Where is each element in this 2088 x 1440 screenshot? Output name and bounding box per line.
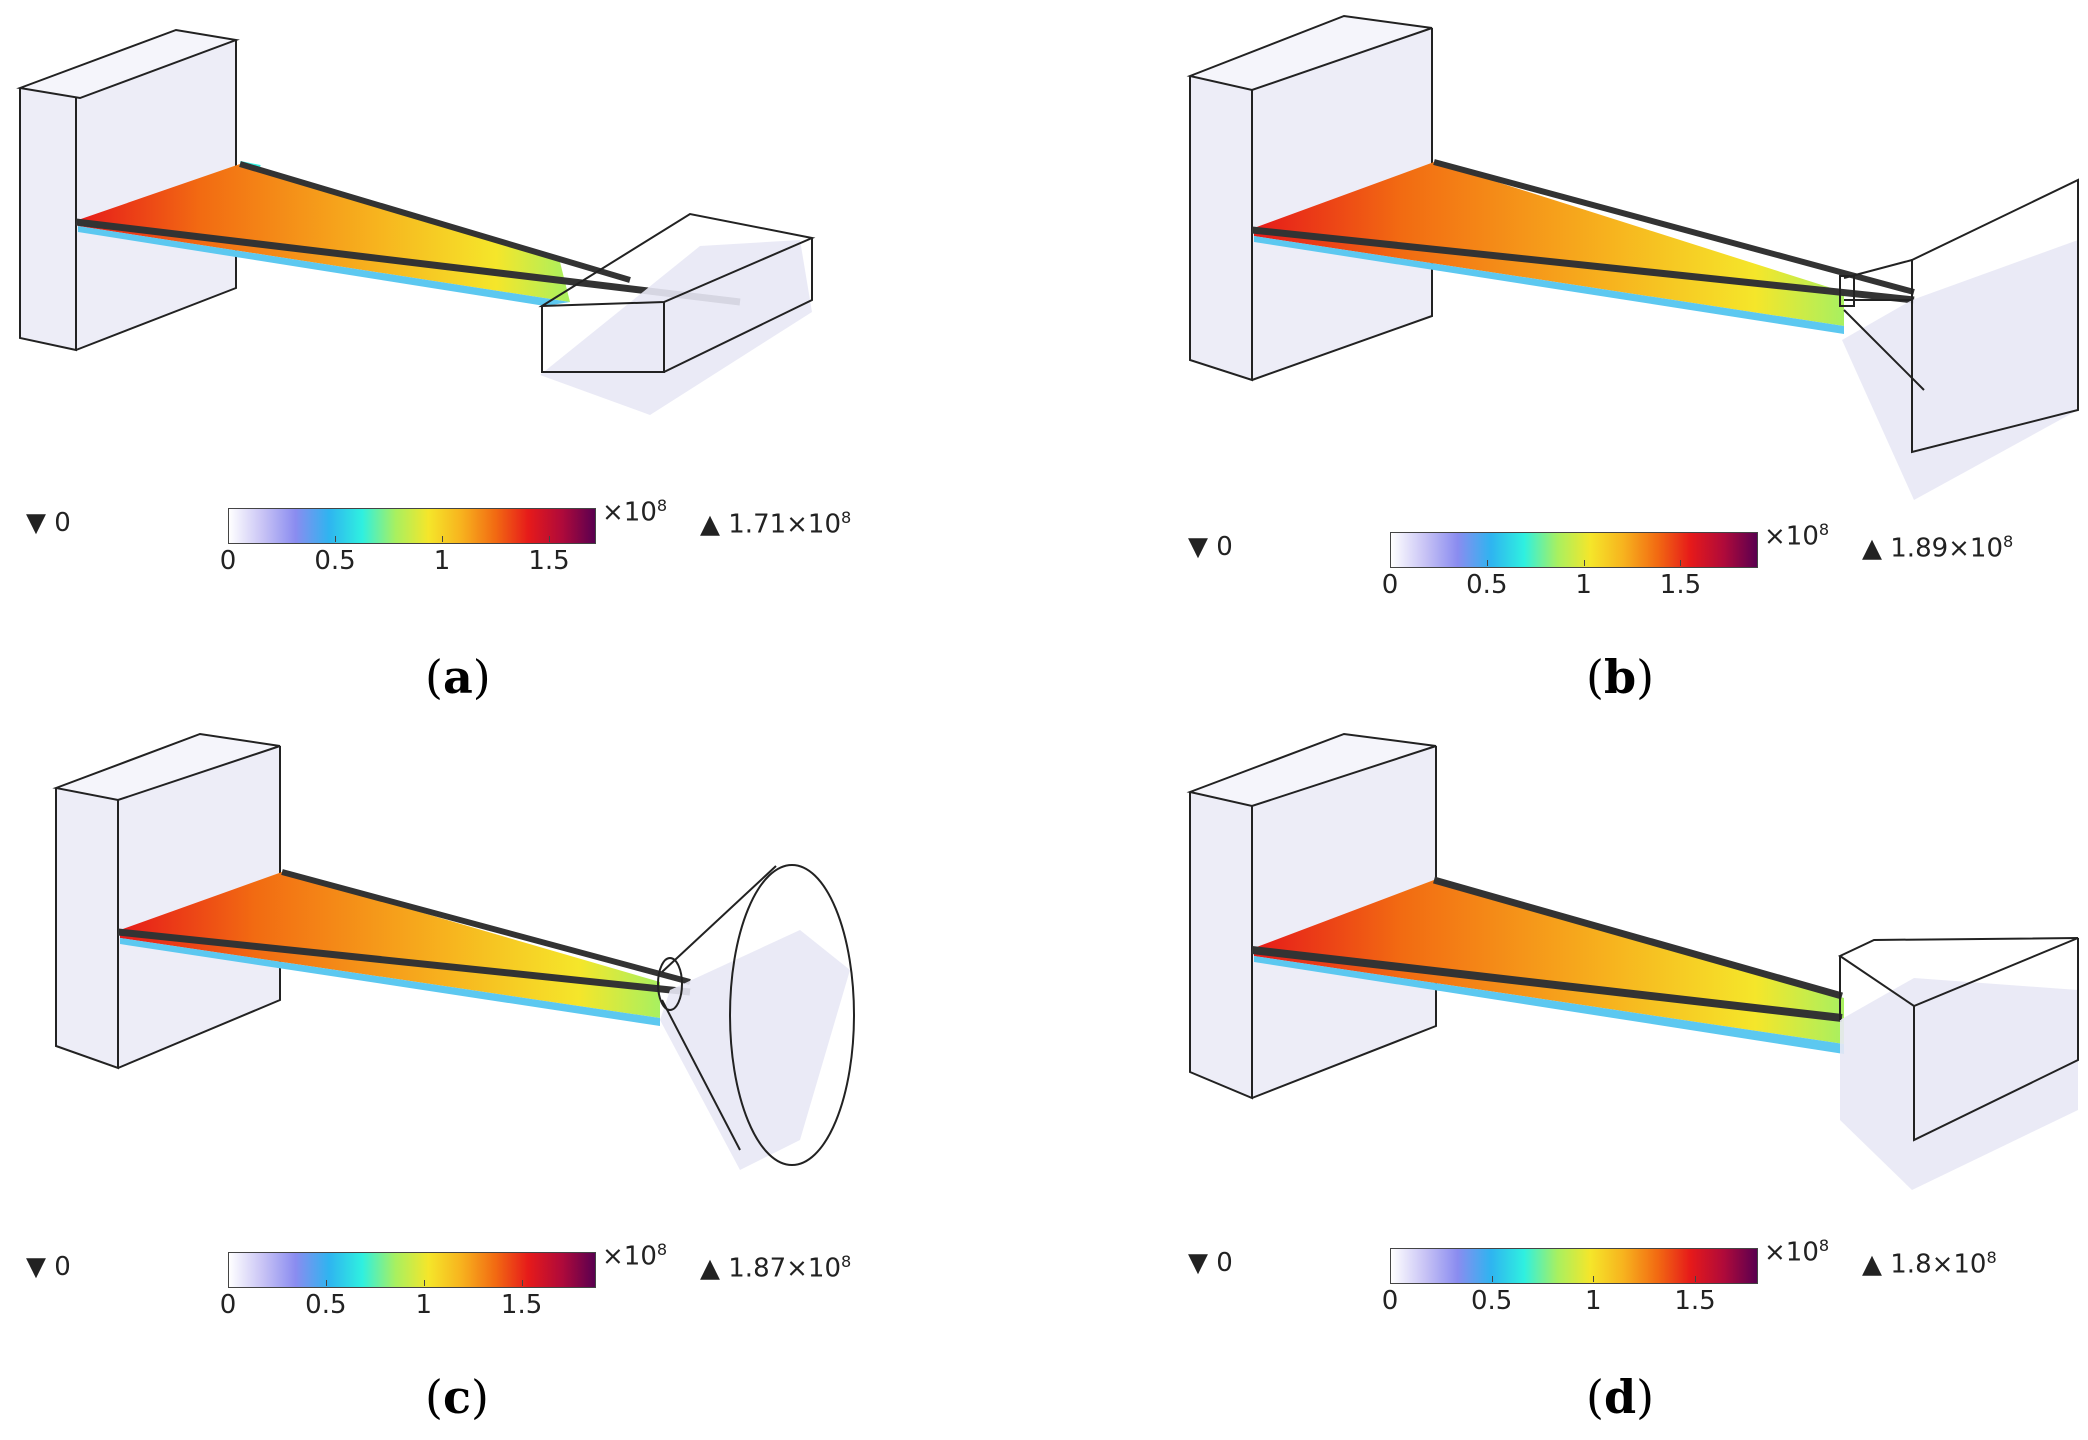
caption-b: (b) — [1586, 650, 1655, 704]
colorbar-tick-label: 0 — [1381, 1286, 1399, 1316]
colorbar-tick-mark — [228, 536, 229, 542]
panel-d: ▼ 0 ×108 ▲ 1.8×108 0 0.5 1 1.5 (d) — [1044, 720, 2088, 1440]
colorbar — [1390, 1248, 1758, 1284]
panel-c: ▼ 0 ×108 ▲ 1.87×108 0 0.5 1 1.5 (c) — [0, 720, 1044, 1440]
colorbar-tick-label: 1 — [433, 546, 451, 576]
colorbar-tick-mark — [521, 1280, 523, 1286]
scene-d — [1186, 732, 2079, 1190]
legend-min: ▼ 0 — [1188, 1248, 1233, 1278]
scene-a — [16, 28, 816, 415]
colorbar-tick-mark — [442, 536, 444, 542]
colorbar-multiplier: ×108 — [1764, 1236, 1830, 1268]
tip-wedge — [1837, 937, 2079, 1190]
scene-c — [52, 732, 855, 1170]
colorbar-tick-mark — [335, 536, 337, 542]
legend-min: ▼ 0 — [26, 1252, 71, 1282]
colorbar-tick-mark — [549, 536, 551, 542]
legend-min: ▼ 0 — [26, 508, 71, 538]
colorbar-tick-label: 0.5 — [1470, 1286, 1513, 1316]
colorbar — [228, 1252, 596, 1288]
colorbar-tick-mark — [1593, 1276, 1595, 1282]
colorbar-tick-label: 1.5 — [1674, 1286, 1716, 1316]
panel-b: ▼ 0 ×108 ▲ 1.89×108 0 0.5 1 1.5 (b) — [1044, 0, 2088, 720]
colorbar-tick-mark — [1695, 1276, 1696, 1282]
colorbar-tick-mark — [1486, 560, 1488, 566]
caption-d: (d) — [1586, 1370, 1655, 1424]
scene-b — [1186, 14, 2079, 500]
colorbar-tick-label: 1 — [415, 1290, 432, 1320]
colorbar-tick-mark — [228, 1280, 229, 1286]
colorbar-tick-mark — [423, 1280, 425, 1286]
colorbar-tick-mark — [325, 1280, 327, 1286]
colorbar-tick-mark — [1491, 1276, 1493, 1282]
colorbar-tick-label: 1 — [1585, 1286, 1602, 1316]
legend-max: ▲ 1.87×108 — [700, 1252, 852, 1284]
caption-c: (c) — [425, 1370, 489, 1424]
support-block — [52, 732, 281, 1070]
legend-max: ▲ 1.89×108 — [1862, 532, 2014, 564]
legend-min: ▼ 0 — [1188, 532, 1233, 562]
colorbar-tick-label: 1.5 — [500, 1290, 543, 1320]
colorbar-tick-label: 1 — [1575, 570, 1592, 600]
panel-a: ▼ 0 ×108 ▲ 1.71×108 0 0.5 1 1.5 (a) — [0, 0, 1044, 720]
support-block — [1186, 14, 1433, 382]
colorbar-multiplier: ×108 — [602, 1240, 668, 1272]
colorbar — [1390, 532, 1758, 568]
colorbar-tick-mark — [1680, 560, 1682, 566]
caption-a: (a) — [425, 650, 491, 704]
colorbar-multiplier: ×108 — [1764, 520, 1830, 552]
colorbar-tick-mark — [1390, 560, 1391, 566]
colorbar-tick-label: 0.5 — [314, 546, 356, 576]
tip-square-funnel — [1839, 178, 2079, 500]
colorbar-tick-label: 0.5 — [1466, 570, 1508, 600]
colorbar-multiplier: ×108 — [602, 496, 668, 528]
beam-stress-field — [120, 872, 660, 1018]
colorbar — [228, 508, 596, 544]
colorbar-tick-label: 1.5 — [1659, 570, 1702, 600]
colorbar-tick-label: 0 — [219, 1290, 237, 1320]
tip-box — [538, 212, 816, 415]
colorbar-tick-mark — [1583, 560, 1585, 566]
tip-cone — [657, 864, 855, 1170]
colorbar-tick-label: 0.5 — [305, 1290, 347, 1320]
legend-max: ▲ 1.71×108 — [700, 508, 852, 540]
colorbar-tick-label: 0 — [219, 546, 237, 576]
support-block — [16, 28, 240, 352]
support-block — [1186, 732, 1437, 1100]
beam-stress-field — [1254, 162, 1844, 326]
colorbar-tick-mark — [1390, 1276, 1391, 1282]
colorbar-tick-label: 1.5 — [528, 546, 570, 576]
colorbar-tick-label: 0 — [1381, 570, 1399, 600]
legend-max: ▲ 1.8×108 — [1862, 1248, 1997, 1280]
